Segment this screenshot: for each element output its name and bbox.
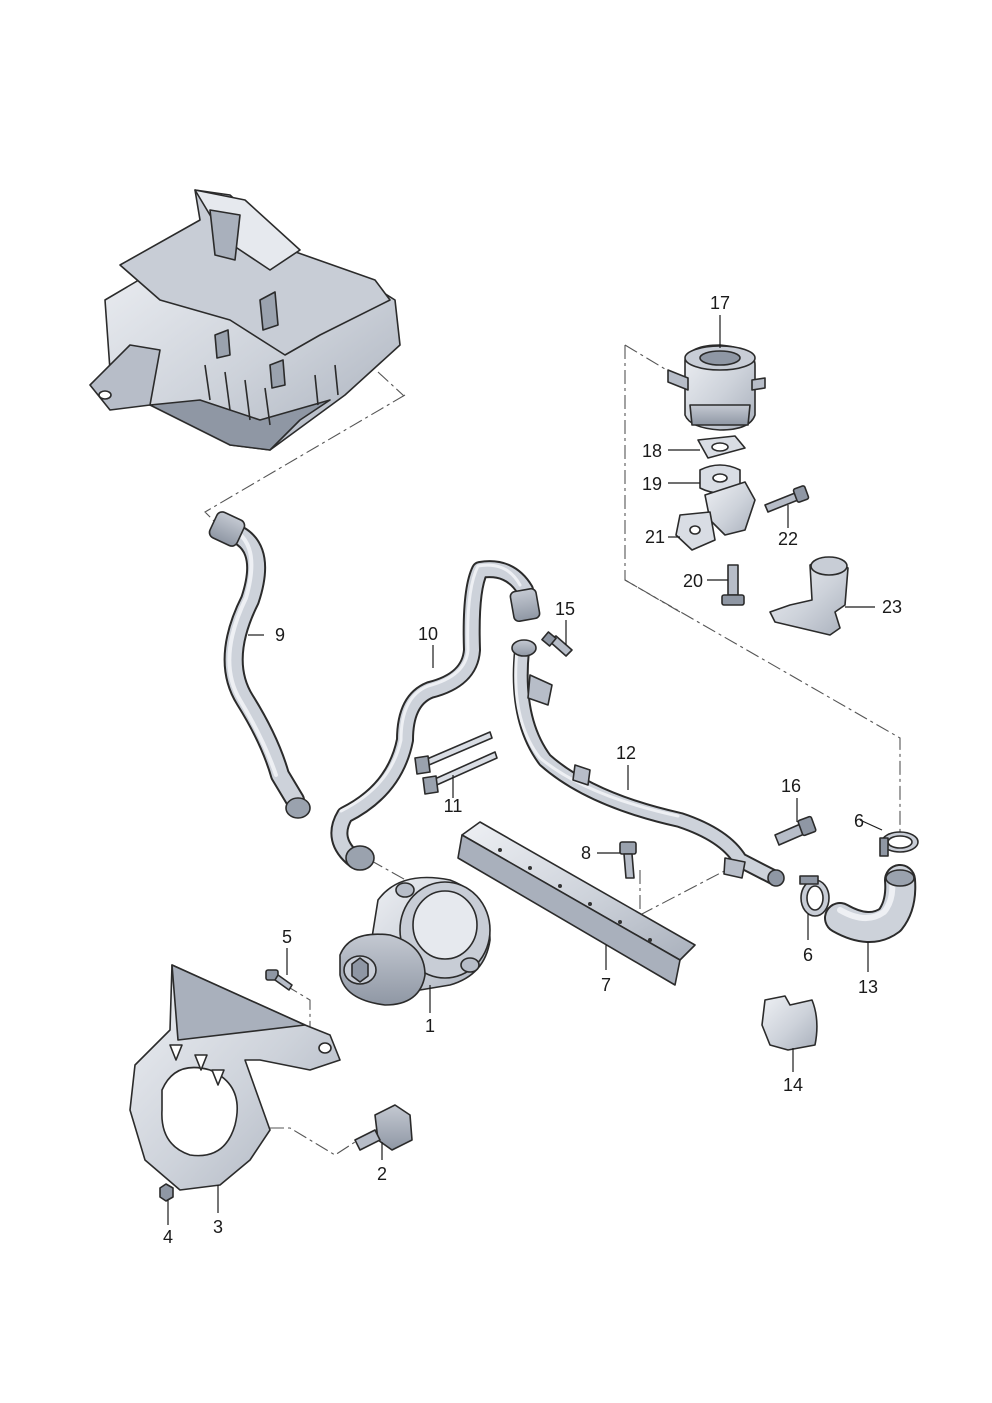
callout-19: 19 <box>642 474 662 494</box>
bolt-16 <box>774 815 817 846</box>
plate-14 <box>761 995 818 1051</box>
callout-1: 1 <box>425 1016 435 1036</box>
hose-9 <box>208 511 311 819</box>
callout-4: 4 <box>163 1227 173 1247</box>
clamp-6-lower <box>799 875 830 917</box>
callout-21: 21 <box>645 527 665 547</box>
bolt-5 <box>265 969 293 991</box>
callout-2: 2 <box>377 1164 387 1184</box>
clamp-6-upper <box>879 831 919 857</box>
callout-9: 9 <box>275 625 285 645</box>
callout-22: 22 <box>778 529 798 549</box>
bracket-23 <box>769 556 849 636</box>
callout-8: 8 <box>581 843 591 863</box>
bolt-15 <box>541 631 573 657</box>
callout-5: 5 <box>282 927 292 947</box>
rail-7 <box>457 821 696 986</box>
callout-10: 10 <box>418 624 438 644</box>
assembly-lines <box>204 344 901 1156</box>
callout-20: 20 <box>683 571 703 591</box>
air-filter-housing <box>89 189 401 451</box>
air-pump-1 <box>339 876 491 1006</box>
bolt-8 <box>619 841 637 879</box>
callout-12: 12 <box>616 743 636 763</box>
hose-13 <box>824 864 917 943</box>
callout-18: 18 <box>642 441 662 461</box>
callout-23: 23 <box>882 597 902 617</box>
callout-6-upper: 6 <box>854 811 864 831</box>
callout-3: 3 <box>213 1217 223 1237</box>
callout-7: 7 <box>601 975 611 995</box>
connector-2 <box>354 1104 413 1151</box>
callout-11: 11 <box>444 796 463 816</box>
callout-16: 16 <box>781 776 801 796</box>
callout-17: 17 <box>710 293 730 313</box>
leader-lines <box>167 315 883 1225</box>
callout-labels: 1 2 3 4 5 6 6 7 8 9 10 11 12 13 14 15 16… <box>163 293 902 1247</box>
callout-15: 15 <box>555 599 575 619</box>
hose-10 <box>330 560 541 871</box>
cable-ties-11 <box>414 731 498 795</box>
callout-13: 13 <box>858 977 878 997</box>
pipe-12 <box>511 639 785 887</box>
valve-assembly <box>667 344 810 606</box>
bracket-3 <box>129 964 341 1191</box>
callout-14: 14 <box>783 1075 803 1095</box>
nut-4 <box>159 1183 174 1202</box>
callout-6-lower: 6 <box>803 945 813 965</box>
